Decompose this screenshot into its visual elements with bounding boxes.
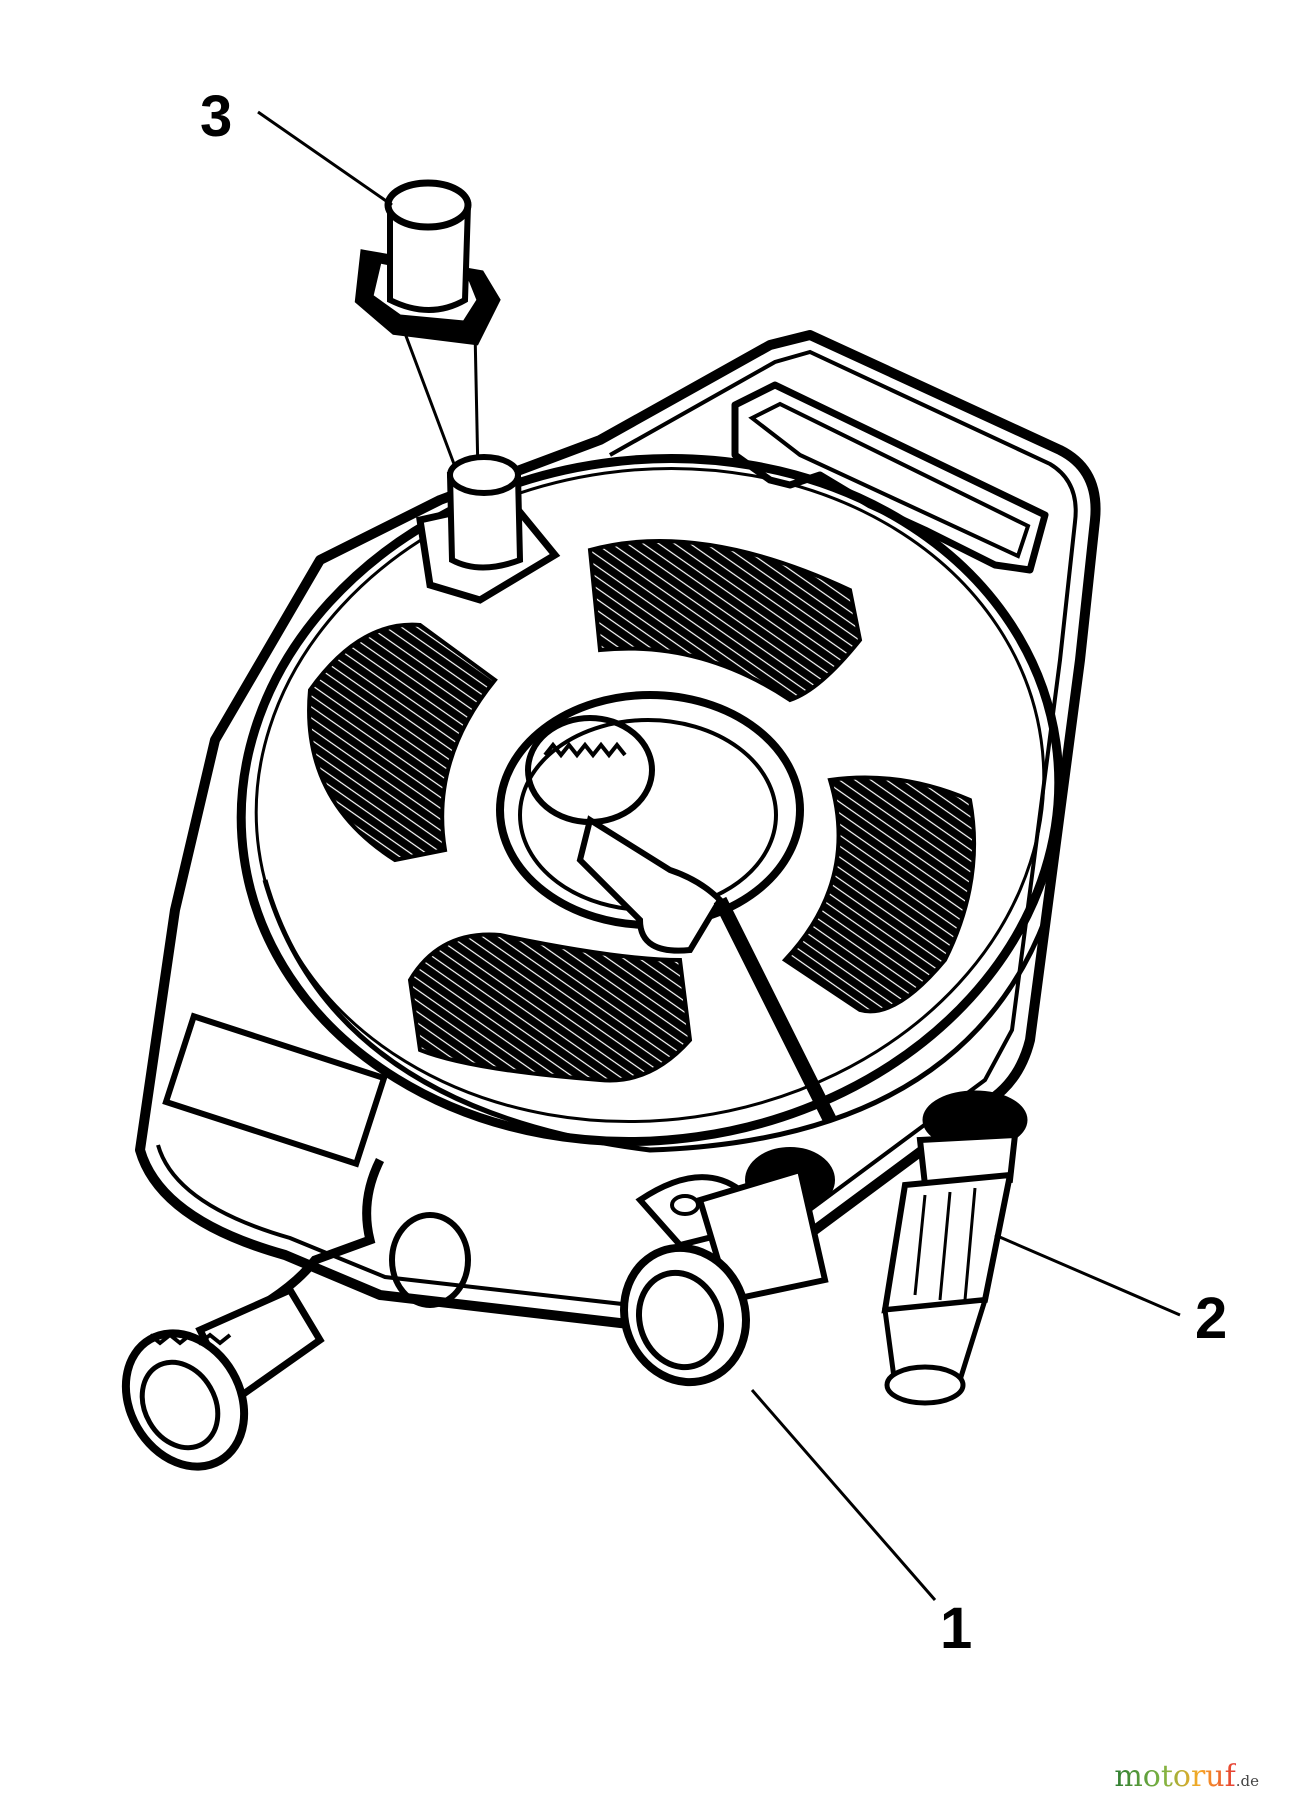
part-1-valve <box>620 1147 835 1387</box>
part-3-cap <box>354 179 501 346</box>
watermark-logo: motoruf.de <box>1114 1762 1259 1792</box>
leader-line-2 <box>994 1233 1181 1317</box>
reel-windows <box>307 539 977 1083</box>
reel-post <box>416 454 561 604</box>
leader-line-1 <box>750 1389 937 1601</box>
carry-handle <box>731 381 1049 574</box>
callout-label-1: 1 <box>940 1596 973 1661</box>
inlet-connector <box>121 1157 471 1471</box>
reel-hub <box>496 691 837 1124</box>
leader-lines <box>257 110 1181 1601</box>
reel-drum <box>236 454 1064 1153</box>
watermark-brand: motoruf <box>1114 1759 1236 1794</box>
callout-label-2: 2 <box>1195 1286 1228 1351</box>
housing-label-panel <box>162 1012 388 1168</box>
leader-line-3 <box>257 110 393 207</box>
explode-guides <box>398 319 480 481</box>
callout-label-3: 3 <box>200 84 233 149</box>
watermark-tld: .de <box>1235 1772 1259 1790</box>
part-2-nozzle <box>881 1090 1028 1406</box>
